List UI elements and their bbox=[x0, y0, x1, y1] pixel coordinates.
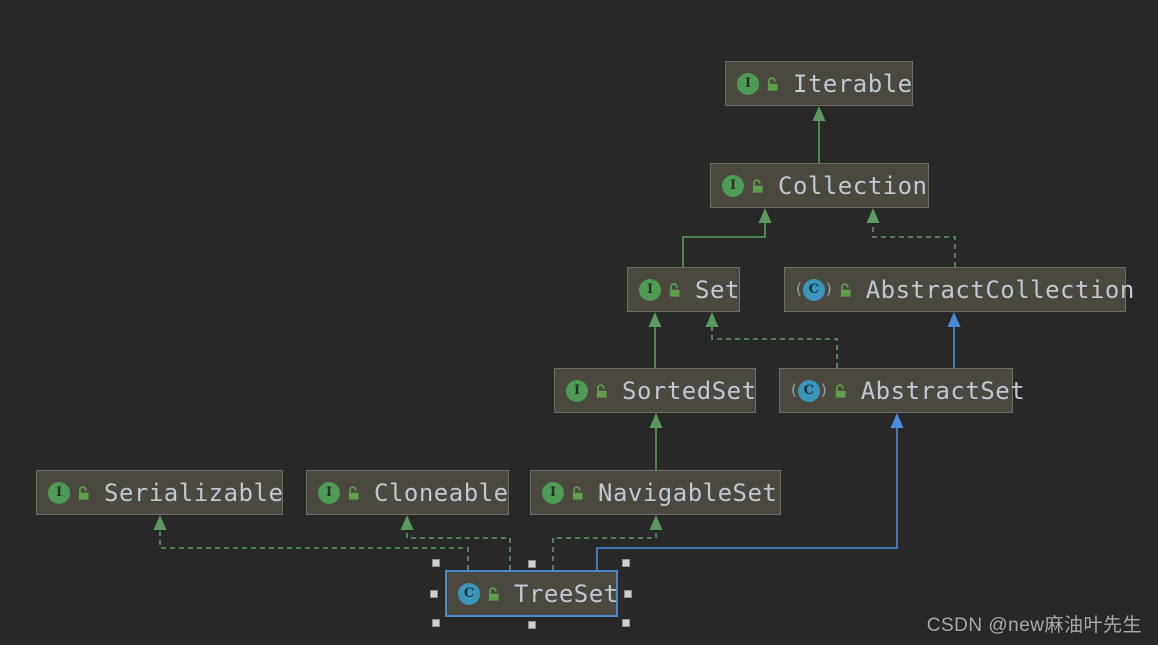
edge-abstract-collection-to-collection bbox=[866, 208, 956, 267]
class-node-abstract-collection[interactable]: (C) AbstractCollection bbox=[784, 267, 1134, 312]
class-name-label: SortedSet bbox=[622, 376, 757, 405]
interface-icon-circle: I bbox=[639, 278, 661, 301]
interface-icon-circle: I bbox=[737, 72, 759, 95]
unlocked-icon bbox=[840, 282, 851, 297]
class-node-sorted-set[interactable]: I SortedSet bbox=[554, 368, 756, 413]
unlocked-icon bbox=[835, 383, 846, 398]
interface-icon-circle: I bbox=[48, 481, 70, 504]
arrowhead-icon bbox=[648, 312, 662, 327]
arrowhead-icon bbox=[866, 208, 880, 223]
arrowhead-icon bbox=[649, 515, 663, 530]
abstract-class-icon: (C) bbox=[796, 278, 832, 301]
interface-icon-circle: I bbox=[542, 481, 564, 504]
unlocked-icon bbox=[488, 586, 499, 601]
selection-handle[interactable] bbox=[624, 589, 632, 598]
edge-tree-set-to-cloneable bbox=[400, 515, 511, 570]
unlocked-icon bbox=[767, 76, 778, 91]
class-name-label: Serializable bbox=[104, 478, 284, 507]
interface-icon-circle: I bbox=[566, 379, 588, 402]
interface-icon: I bbox=[737, 72, 759, 95]
class-name-label: Cloneable bbox=[374, 478, 509, 507]
class-name-label: NavigableSet bbox=[598, 478, 778, 507]
abstract-class-icon-circle: C bbox=[802, 278, 825, 301]
edge-set-to-collection bbox=[682, 208, 772, 267]
class-name-label: Collection bbox=[778, 171, 928, 200]
edge-tree-set-to-serializable bbox=[153, 515, 469, 570]
unlocked-icon bbox=[669, 282, 680, 297]
class-icon-circle: C bbox=[458, 582, 480, 605]
selection-handle[interactable] bbox=[622, 619, 630, 627]
interface-icon: I bbox=[48, 481, 70, 504]
edge-abstract-set-to-abstract-collection bbox=[947, 312, 961, 368]
edge-collection-to-iterable bbox=[812, 106, 826, 163]
interface-icon: I bbox=[566, 379, 588, 402]
unlocked-icon bbox=[348, 485, 359, 500]
abstract-class-icon: (C) bbox=[791, 379, 827, 402]
unlocked-icon bbox=[596, 383, 607, 398]
class-node-serializable[interactable]: I Serializable bbox=[36, 470, 283, 515]
interface-icon: I bbox=[318, 481, 340, 504]
abstract-arc-right: ) bbox=[820, 381, 827, 399]
class-name-label: Iterable bbox=[793, 69, 913, 98]
interface-icon: I bbox=[722, 174, 744, 197]
abstract-arc-right: ) bbox=[825, 280, 832, 298]
abstract-arc-left: ( bbox=[796, 280, 802, 298]
unlocked-icon bbox=[752, 178, 763, 193]
class-name-label: AbstractCollection bbox=[865, 275, 1135, 304]
arrowhead-icon bbox=[400, 515, 414, 530]
edge-navigable-set-to-sorted-set bbox=[649, 413, 663, 470]
abstract-class-icon-circle: C bbox=[797, 379, 820, 402]
selection-handle[interactable] bbox=[430, 589, 438, 598]
arrowhead-icon bbox=[758, 208, 772, 223]
arrowhead-icon bbox=[649, 413, 663, 428]
selection-handle[interactable] bbox=[432, 559, 440, 567]
class-node-collection[interactable]: I Collection bbox=[710, 163, 929, 208]
unlocked-icon bbox=[572, 485, 583, 500]
csdn-watermark: CSDN @new麻油叶先生 bbox=[926, 615, 1142, 636]
arrowhead-icon bbox=[705, 312, 719, 327]
interface-icon-circle: I bbox=[722, 174, 744, 197]
class-name-label: TreeSet bbox=[514, 579, 619, 608]
class-node-iterable[interactable]: I Iterable bbox=[725, 61, 913, 106]
unlocked-icon bbox=[78, 485, 89, 500]
class-node-set[interactable]: I Set bbox=[627, 267, 740, 312]
interface-icon-circle: I bbox=[318, 481, 340, 504]
class-node-tree-set[interactable]: C TreeSet bbox=[445, 570, 618, 617]
class-node-navigable-set[interactable]: I NavigableSet bbox=[530, 470, 781, 515]
class-name-label: Set bbox=[695, 275, 740, 304]
edge-tree-set-to-navigable-set bbox=[552, 515, 663, 570]
interface-icon: I bbox=[542, 481, 564, 504]
interface-icon: I bbox=[639, 278, 661, 301]
abstract-arc-left: ( bbox=[791, 381, 797, 399]
selection-handle[interactable] bbox=[527, 560, 536, 568]
selection-handle[interactable] bbox=[622, 559, 630, 567]
edge-abstract-set-to-set bbox=[705, 312, 838, 368]
arrowhead-icon bbox=[947, 312, 961, 327]
selection-handle[interactable] bbox=[432, 619, 440, 627]
class-node-cloneable[interactable]: I Cloneable bbox=[306, 470, 509, 515]
arrowhead-icon bbox=[890, 413, 904, 428]
edge-sorted-set-to-set bbox=[648, 312, 662, 368]
arrowhead-icon bbox=[812, 106, 826, 121]
arrowhead-icon bbox=[153, 515, 167, 530]
class-name-label: AbstractSet bbox=[860, 376, 1026, 405]
selection-handle[interactable] bbox=[527, 621, 536, 629]
class-node-abstract-set[interactable]: (C) AbstractSet bbox=[779, 368, 1025, 413]
class-icon: C bbox=[458, 582, 480, 605]
